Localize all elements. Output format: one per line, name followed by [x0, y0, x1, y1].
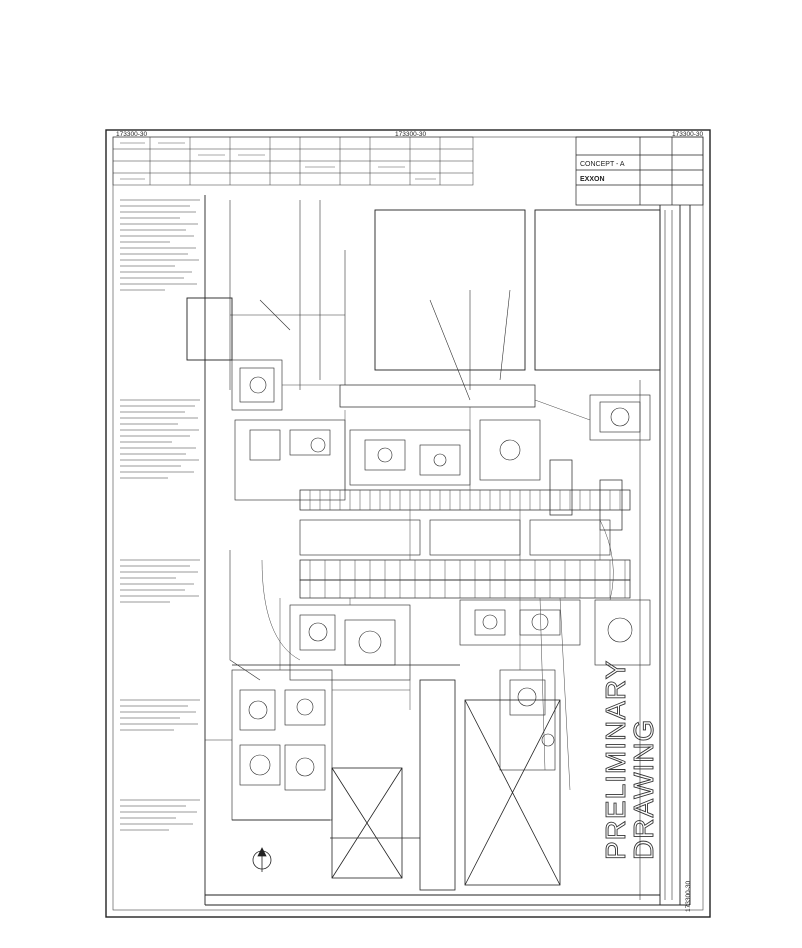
storage-area — [232, 664, 561, 891]
process-units — [231, 359, 651, 821]
north-arrow-icon — [252, 847, 272, 872]
pipe-rack — [299, 384, 631, 599]
drawing-number-bottom: 173300-30 — [685, 881, 692, 912]
pipe-rack-cross-ties — [309, 490, 626, 598]
revision-table-text — [120, 142, 436, 180]
property-boundary — [186, 195, 691, 906]
drawing-number-top-right: 173300-30 — [672, 131, 703, 138]
drawing-number-top-left: 173300-30 — [116, 131, 147, 138]
upper-zone-lines — [229, 200, 511, 401]
revision-table — [112, 136, 474, 186]
general-notes-column — [120, 199, 200, 831]
title-block-name: EXXON — [580, 176, 605, 183]
stamp-drawing: DRAWING — [628, 719, 659, 860]
site-roads — [205, 210, 673, 900]
equipment-circles — [248, 376, 633, 777]
title-block-code: CONCEPT - A — [580, 161, 625, 168]
title-block — [575, 136, 704, 206]
stamp-preliminary: PRELIMINARY — [600, 660, 631, 860]
piping-network — [261, 384, 614, 791]
drawing-number-top-center: 173300-30 — [395, 131, 426, 138]
sheet-border — [105, 129, 711, 918]
